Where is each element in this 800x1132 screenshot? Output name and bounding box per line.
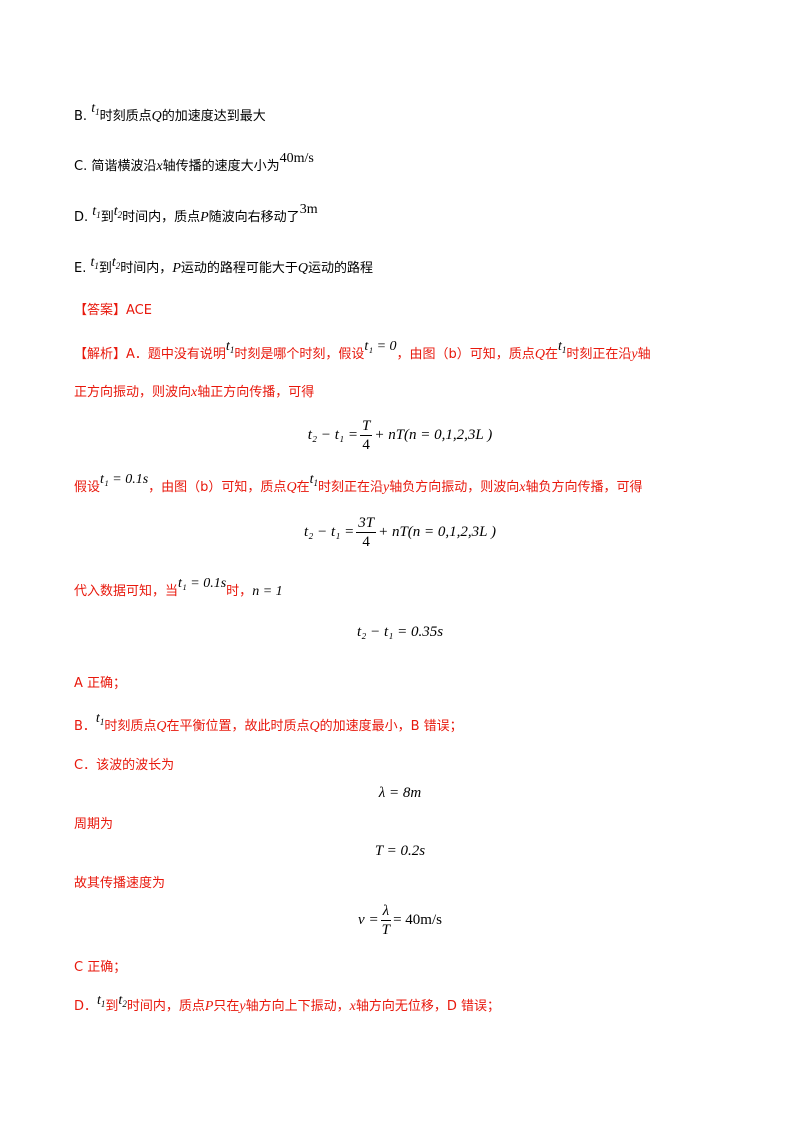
option-e: E. t1到t2时间内，P运动的路程可能大于Q运动的路程: [74, 255, 374, 276]
analysis-b: B．t1时刻质点Q在平衡位置，故此时质点Q的加速度最小，B 错误；: [74, 711, 463, 734]
option-c: C. 简谐横波沿x轴传播的速度大小为40m/s: [74, 151, 314, 174]
c-correct: C 正确；: [74, 960, 127, 975]
formula-period: T = 0.2s: [374, 843, 426, 859]
speed-value: 40m/s: [279, 151, 314, 166]
option-d: D. t1到t2时间内，质点P随波向右移动了3m: [74, 202, 318, 225]
answer-line: 【答案】ACE: [74, 303, 152, 318]
answer-value: ACE: [126, 303, 152, 318]
period-label: 周期为: [74, 817, 114, 832]
analysis-d: D．t1到t2时间内，质点P只在y轴方向上下振动，x轴方向无位移，D 错误；: [74, 993, 501, 1014]
analysis-line-1: 【解析】A．题中没有说明t1时刻是哪个时刻，假设t₁ = 0，由图（b）可知，质…: [74, 339, 651, 362]
option-b: B. t1时刻质点Q的加速度达到最大: [74, 101, 266, 124]
t1-symbol: t1: [91, 101, 100, 117]
formula-3: t₂ − t₁ = 0.35s: [356, 624, 444, 640]
analysis-c-head: C．该波的波长为: [74, 758, 175, 773]
option-label: B.: [74, 109, 88, 124]
speed-label: 故其传播速度为: [74, 876, 166, 891]
analysis-line-4: 代入数据可知，当t₁ = 0.1s时，n = 1: [74, 576, 283, 599]
analysis-line-2: 正方向振动，则波向x轴正方向传播，可得: [74, 385, 315, 400]
analysis-line-3: 假设t₁ = 0.1s，由图（b）可知，质点Q在t1时刻正在沿y轴负方向振动，则…: [74, 472, 643, 495]
a-correct: A 正确；: [74, 676, 127, 691]
formula-wavelength: λ = 8m: [378, 785, 422, 801]
